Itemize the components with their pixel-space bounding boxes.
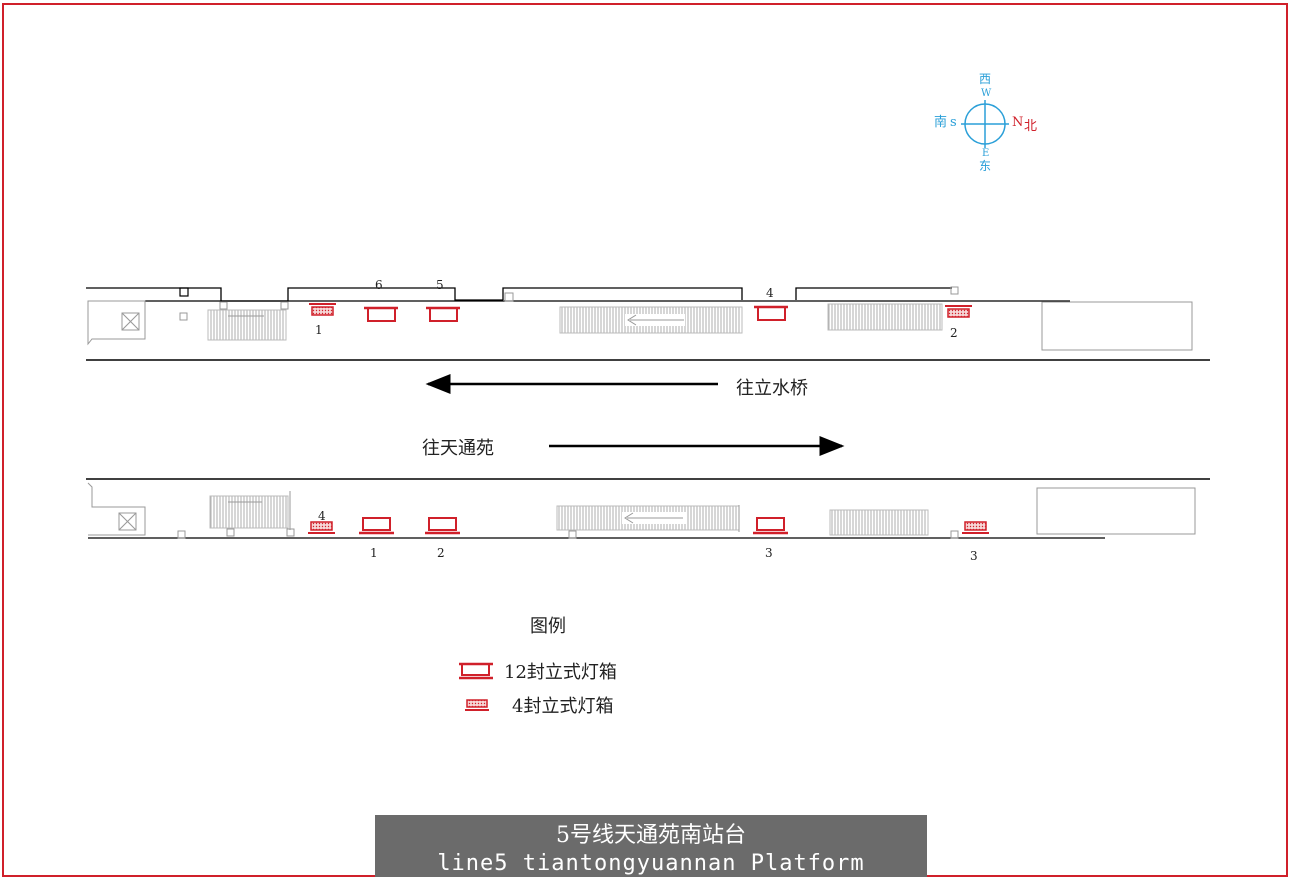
station-title-en: line5 tiantongyuannan Platform	[437, 851, 865, 876]
small-lightbox-4-lower	[308, 521, 335, 534]
legend-label-large: 12封立式灯箱	[504, 662, 617, 683]
compass-west-zh: 西	[979, 72, 992, 86]
upper-platform	[86, 286, 1210, 361]
upper-label-2: 2	[950, 326, 958, 340]
lower-label-1: 1	[370, 546, 378, 560]
small-lightbox-3-lower	[962, 521, 989, 534]
compass-west-en: W	[981, 88, 992, 99]
upper-label-6: 6	[375, 278, 383, 292]
upper-label-1: 1	[315, 323, 323, 337]
compass-north-en: N	[1012, 115, 1024, 130]
compass-south-zh: 南	[934, 115, 948, 130]
large-lightbox-5	[426, 306, 460, 322]
station-title-zh: 5号线天通苑南站台	[556, 823, 746, 848]
compass-icon	[961, 100, 1009, 148]
large-lightbox-icon	[459, 662, 493, 680]
lower-label-2: 2	[437, 546, 445, 560]
station-title-bar: 5号线天通苑南站台 line5 tiantongyuannan Platform	[375, 815, 927, 877]
compass-east-zh: 东	[979, 159, 992, 173]
small-lightbox-1	[309, 303, 336, 316]
large-lightbox-4-upper	[754, 305, 788, 321]
compass-east-en: E	[982, 148, 990, 159]
large-lightbox-2-lower	[425, 517, 460, 535]
small-lightbox-2	[945, 305, 972, 318]
compass-north-zh: 北	[1024, 119, 1038, 134]
lower-label-3b: 3	[970, 549, 978, 563]
compass-south-en: s	[950, 115, 957, 130]
lower-label-3a: 3	[765, 546, 773, 560]
large-lightbox-3-lower	[753, 517, 788, 535]
legend-label-small: 4封立式灯箱	[512, 696, 614, 717]
direction-to-tiantongyuan: 往天通苑	[422, 438, 494, 459]
lower-platform	[86, 478, 1210, 539]
legend-title: 图例	[530, 616, 566, 637]
upper-label-4: 4	[766, 286, 774, 300]
small-lightbox-icon	[465, 699, 489, 711]
large-lightbox-6	[364, 306, 398, 322]
lower-label-4: 4	[318, 509, 326, 523]
large-lightbox-1-lower	[359, 517, 394, 535]
direction-to-lishuiqiao: 往立水桥	[736, 378, 808, 399]
upper-label-5: 5	[436, 278, 444, 292]
